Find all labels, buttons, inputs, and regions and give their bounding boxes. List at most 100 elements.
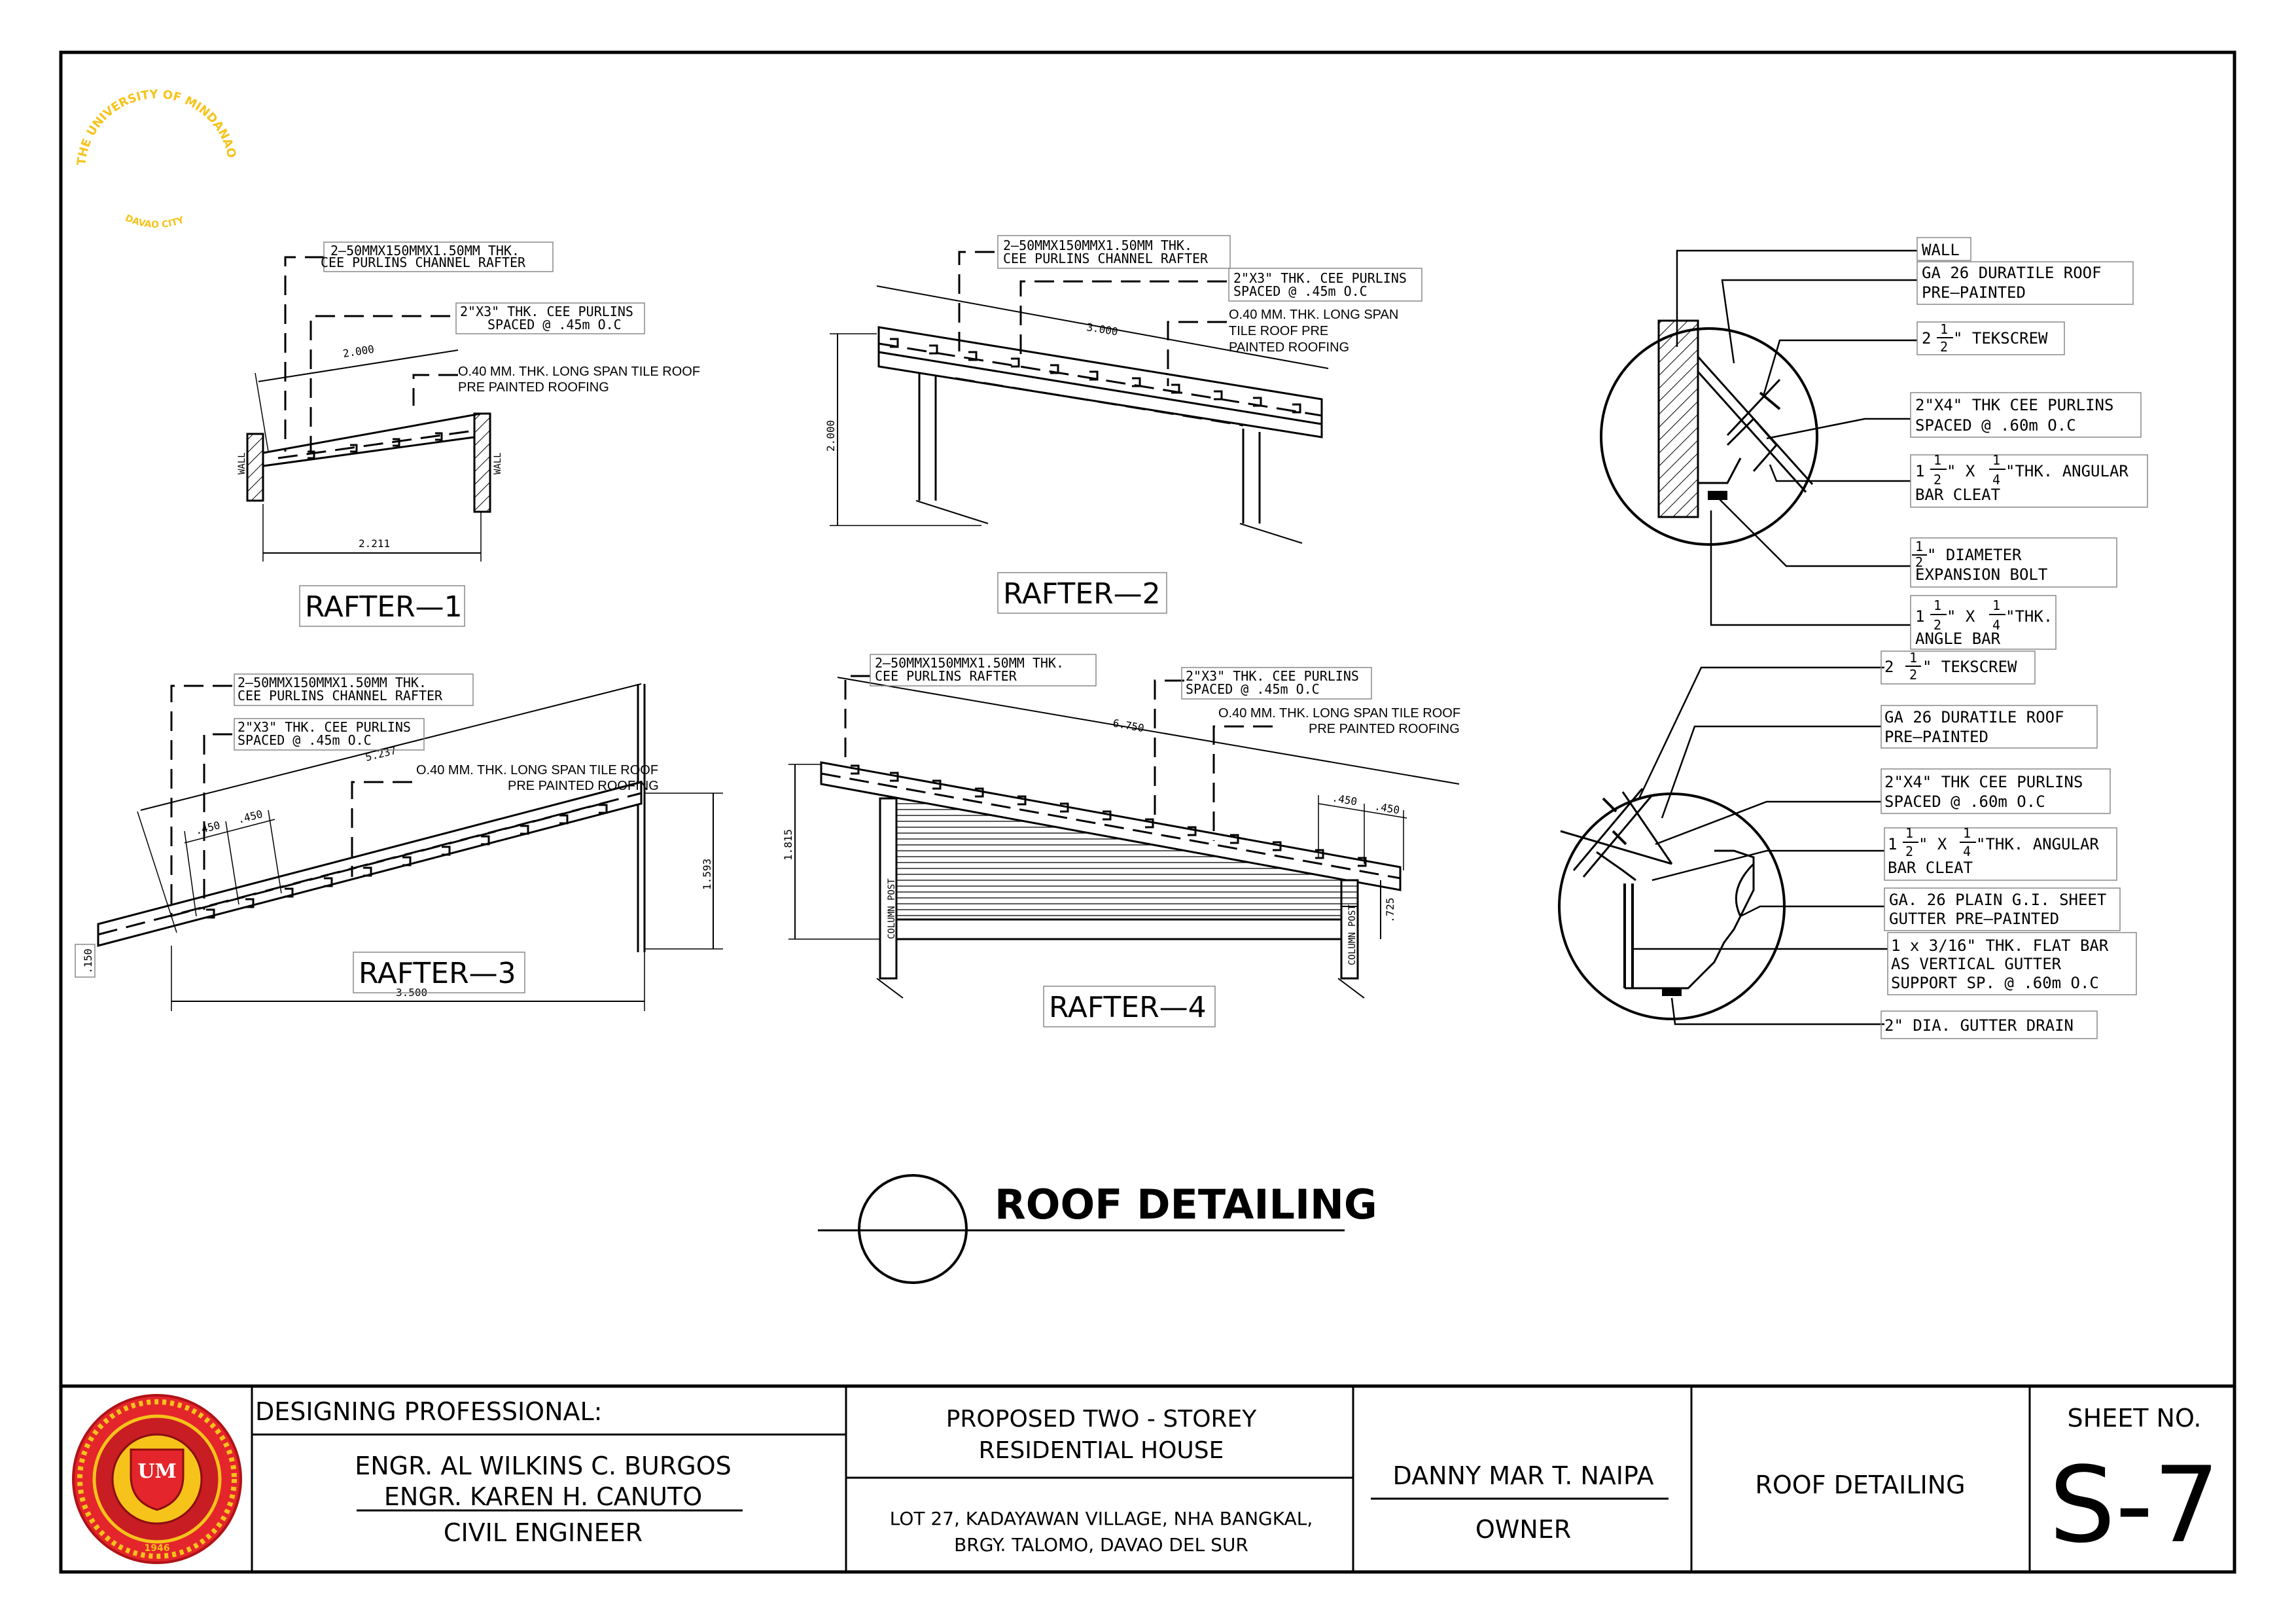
rafter1-note-purlins-1: 2—50MMX150MMX1.50MM THK. xyxy=(330,243,520,259)
rafter3-note-purlins-1: 2—50MMX150MMX1.50MM THK. xyxy=(238,675,427,690)
sheet-no-label: SHEET NO. xyxy=(2068,1404,2202,1433)
rafter3-dim-height: 1.593 xyxy=(701,859,713,890)
rafter2-dim-slope: 3.000 xyxy=(1086,321,1119,338)
wall-detail-angle-end: "THK. xyxy=(2005,607,2053,626)
rafter4-title: RAFTER—4 xyxy=(1049,991,1207,1024)
rafter1-note-purlins-2: CEE PURLINS CHANNEL RAFTER xyxy=(321,255,526,270)
wall-detail-angle-whole: 1 xyxy=(1915,607,1924,626)
rafter4-post-left-label: COLUMN POST xyxy=(887,878,897,939)
rafter1-wall-left-label: WALL xyxy=(237,452,247,474)
engineer-role: CIVIL ENGINEER xyxy=(444,1518,643,1547)
wall-detail-wall-label: WALL xyxy=(1922,241,1960,259)
rafter-2-detail: 3.000 2.000 2—50MMX150MMX1.50MM THK. CEE… xyxy=(824,235,1422,614)
wall-detail-bolt-den: 2 xyxy=(1915,554,1923,570)
wall-detail-angle-den: 2 xyxy=(1934,617,1941,633)
rafter2-dim-height: 2.000 xyxy=(824,420,837,452)
rafter3-title: RAFTER—3 xyxy=(359,957,516,990)
owner-name: DANNY MAR T. NAIPA xyxy=(1393,1461,1654,1490)
wall-detail-purlins-1: 2"X4" THK CEE PURLINS xyxy=(1915,396,2113,414)
rafter-4-detail: COLUMN POST COLUMN POST 6.750 .450 .450 … xyxy=(782,654,1460,1027)
rafter4-note-cee-1: 2"X3" THK. CEE PURLINS xyxy=(1186,668,1359,684)
rafter4-note-purlins-1: 2—50MMX150MMX1.50MM THK. xyxy=(875,655,1064,671)
rafter3-note-cee-2: SPACED @ .45m O.C xyxy=(238,732,372,748)
wall-detail-cleat-mid: " X xyxy=(1947,462,1975,480)
rafter3-note-purlins-2: CEE PURLINS CHANNEL RAFTER xyxy=(238,688,443,704)
wall-detail-tekscrew-num: 1 xyxy=(1940,321,1948,337)
wall-detail-purlins-2: SPACED @ .60m O.C xyxy=(1915,416,2076,435)
sheet-number: S-7 xyxy=(2049,1444,2219,1566)
wall-detail-angle-mid: " X xyxy=(1947,607,1975,626)
wall-detail-duratile-2: PRE—PAINTED xyxy=(1922,283,2026,302)
rafter2-note-roof-3: PAINTED ROOFING xyxy=(1229,340,1349,355)
wall-detail-cleat-den: 2 xyxy=(1934,472,1941,488)
wall-detail-bolt-num: 1 xyxy=(1915,539,1923,554)
rafter2-note-cee-2: SPACED @ .45m O.C xyxy=(1233,283,1368,299)
rafter2-note-purlins-1: 2—50MMX150MMX1.50MM THK. xyxy=(1003,238,1192,253)
logo-city-text: DAVAO CITY xyxy=(124,213,186,230)
rafter1-note-cee-2: SPACED @ .45m O.C xyxy=(487,317,622,332)
gutter-detail-gutter-2: GUTTER PRE—PAINTED xyxy=(1889,910,2059,928)
main-title-block: ROOF DETAILING xyxy=(818,1174,1377,1284)
rafter4-note-roof-1: O.40 MM. THK. LONG SPAN TILE ROOF xyxy=(1218,706,1460,721)
rafter3-dim-eave: .150 xyxy=(82,948,94,974)
gutter-detail-purlins-1: 2"X4" THK CEE PURLINS xyxy=(1884,773,2083,791)
rafter3-note-roof-1: O.40 MM. THK. LONG SPAN TILE ROOF xyxy=(416,763,658,777)
gutter-detail-cleat-den2: 4 xyxy=(1963,844,1971,859)
project-title-2: RESIDENTIAL HOUSE xyxy=(979,1437,1224,1464)
title-circle xyxy=(858,1174,968,1284)
wall-detail-angle-line2: ANGLE BAR xyxy=(1915,630,2001,648)
wall-detail-bolt-1: " DIAMETER xyxy=(1927,546,2022,564)
rafter4-note-cee-2: SPACED @ .45m O.C xyxy=(1186,681,1320,697)
rafter1-wall-right xyxy=(473,412,491,513)
gutter-detail-duratile-1: GA 26 DURATILE ROOF xyxy=(1884,708,2064,726)
main-title: ROOF DETAILING xyxy=(995,1181,1377,1228)
project-title-1: PROPOSED TWO - STOREY xyxy=(946,1406,1258,1433)
wall-detail-angle-num: 1 xyxy=(1934,597,1941,613)
rafter2-note-purlins-2: CEE PURLINS CHANNEL RAFTER xyxy=(1003,251,1209,266)
gutter-detail-tekscrew-num: 1 xyxy=(1909,650,1917,666)
rafter4-dim-sp2: .450 xyxy=(1373,800,1400,816)
wall-detail-cleat-num: 1 xyxy=(1934,452,1941,468)
wall-detail-tekscrew-den: 2 xyxy=(1940,339,1948,355)
gutter-detail-duratile-2: PRE—PAINTED xyxy=(1884,728,1988,746)
wall-connection-detail: WALL GA 26 DURATILE ROOF PRE—PAINTED 2 1… xyxy=(1600,237,2148,650)
wall-detail-angle-num2: 1 xyxy=(1992,597,2000,613)
logo-monogram: UM xyxy=(137,1460,176,1483)
gutter-detail-cleat-whole: 1 xyxy=(1888,835,1897,853)
project-location-1: LOT 27, KADAYAWAN VILLAGE, NHA BANGKAL, xyxy=(890,1508,1313,1529)
gutter-detail-tekscrew-label: " TEKSCREW xyxy=(1922,658,2017,676)
wall-detail-tekscrew-whole: 2 xyxy=(1922,329,1931,348)
gutter-detail-cleat-num: 1 xyxy=(1905,825,1913,841)
gutter-detail-flatbar-2: AS VERTICAL GUTTER xyxy=(1891,955,2062,973)
wall-detail-duratile-1: GA 26 DURATILE ROOF xyxy=(1922,264,2102,282)
rafter4-dim-post: .725 xyxy=(1384,897,1396,923)
designing-professional-label: DESIGNING PROFESSIONAL: xyxy=(255,1397,602,1426)
rafter4-note-purlins-2: CEE PURLINS RAFTER xyxy=(875,668,1017,684)
engineer-2: ENGR. KAREN H. CANUTO xyxy=(384,1482,702,1511)
rafter1-note-roof-1: O.40 MM. THK. LONG SPAN TILE ROOF xyxy=(458,365,700,379)
gutter-detail-cleat-line2: BAR CLEAT xyxy=(1888,859,1973,877)
gutter-detail-tekscrew-whole: 2 xyxy=(1884,658,1894,676)
gutter-connection-detail: 2 1 2 " TEKSCREW GA 26 DURATILE ROOF PRE… xyxy=(1558,650,2137,1039)
gutter-detail-cleat-den: 2 xyxy=(1905,844,1913,859)
project-location-2: BRGY. TALOMO, DAVAO DEL SUR xyxy=(954,1534,1248,1556)
gutter-detail-cleat-mid: " X xyxy=(1918,835,1947,853)
rafter1-dim-span: 2.211 xyxy=(359,537,390,550)
wall-detail-cleat-whole: 1 xyxy=(1915,462,1924,480)
logo-ring-text: THE UNIVERSITY OF MINDANAO xyxy=(75,88,238,166)
engineer-1: ENGR. AL WILKINS C. BURGOS xyxy=(355,1452,732,1480)
rafter2-title: RAFTER—2 xyxy=(1003,577,1161,611)
rafter2-note-roof-2: TILE ROOF PRE xyxy=(1229,324,1328,338)
wall-detail-angle-den2: 4 xyxy=(1992,617,2000,633)
rafter-1-detail: WALL WALL 2.000 2.211 2—50MMX150MMX1.50M… xyxy=(237,241,700,627)
wall-detail-tekscrew-label: " TEKSCREW xyxy=(1953,329,2048,348)
gutter-detail-tekscrew-den: 2 xyxy=(1909,667,1917,683)
sheet-border xyxy=(59,50,2236,1574)
gutter-detail-cleat-num2: 1 xyxy=(1963,825,1971,841)
rafter1-note-cee-1: 2"X3" THK. CEE PURLINS xyxy=(460,304,633,319)
gutter-detail-purlins-2: SPACED @ .60m O.C xyxy=(1884,793,2045,811)
rafter2-note-roof-1: O.40 MM. THK. LONG SPAN xyxy=(1229,308,1398,322)
rafter4-soffit-shading xyxy=(896,798,1341,919)
rafter4-dim-sp1: .450 xyxy=(1331,791,1358,808)
